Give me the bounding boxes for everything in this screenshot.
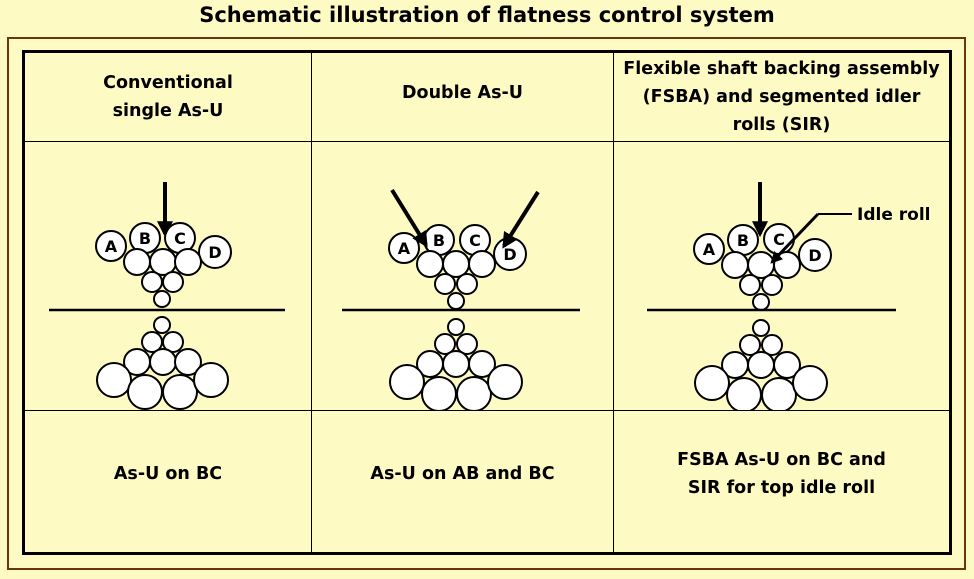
idle-roll-pointer [770, 212, 820, 264]
header-line: Double As-U [402, 83, 523, 103]
asu-arrow-ab [390, 188, 428, 248]
footer-fsba: FSBA As-U on BC and SIR for top idle rol… [614, 411, 949, 536]
footer-line: SIR for top idle roll [687, 477, 876, 498]
roll-a [693, 233, 725, 265]
backup-roll [127, 374, 163, 410]
diagram-title: Schematic illustration of flatness contr… [199, 3, 775, 27]
roll-label: A [105, 237, 118, 256]
intermediate-roll [456, 273, 478, 295]
intermediate-roll [162, 271, 184, 293]
backup-roll [96, 362, 132, 398]
header-line: rolls (SIR) [732, 115, 831, 135]
schematic-fsba: Idle roll A B C D [647, 182, 931, 410]
work-roll [153, 316, 171, 334]
intermediate-roll [434, 273, 456, 295]
intermediate-roll [123, 248, 151, 276]
header-conventional: Conventional single As-U [25, 53, 311, 141]
header-line: single As-U [112, 101, 224, 121]
row-divider [25, 410, 949, 411]
backup-roll [792, 365, 828, 401]
intermediate-roll [468, 250, 496, 278]
roll-label: B [139, 229, 151, 248]
intermediate-roll [162, 331, 184, 353]
backup-roll [694, 365, 730, 401]
roll-label: C [469, 231, 481, 250]
column-divider [311, 53, 312, 552]
roll-label: D [208, 243, 221, 262]
cluster-mill-rolls [95, 222, 232, 410]
intermediate-roll [442, 350, 470, 378]
header-double: Double As-U [312, 53, 613, 133]
intermediate-roll [739, 334, 761, 356]
intermediate-roll [721, 251, 749, 279]
intermediate-roll [468, 350, 496, 378]
roll-label: A [398, 239, 411, 258]
backup-roll [726, 377, 762, 410]
intermediate-roll [773, 351, 801, 379]
asu-arrow-bc [502, 190, 540, 249]
roll-a [388, 232, 420, 264]
intermediate-roll [747, 351, 775, 379]
intermediate-roll [141, 271, 163, 293]
work-roll [752, 319, 770, 337]
cluster-mill-rolls [693, 223, 832, 410]
backup-roll [193, 362, 229, 398]
intermediate-roll [174, 348, 202, 376]
roll-label: B [433, 231, 445, 250]
header-line: (FSBA) and segmented idler [642, 87, 921, 107]
roll-label: D [808, 246, 821, 265]
work-roll [752, 293, 770, 311]
intermediate-roll [434, 333, 456, 355]
intermediate-roll [761, 274, 783, 296]
idle-roll-label: Idle roll [857, 205, 931, 225]
comparison-table: Conventional single As-U Double As-U Fle… [22, 50, 952, 555]
column-divider [613, 53, 614, 552]
outer-frame [7, 37, 966, 570]
backup-roll [421, 376, 457, 410]
roll-a [95, 230, 127, 262]
work-roll [153, 290, 171, 308]
work-roll [447, 292, 465, 310]
intermediate-roll [747, 251, 775, 279]
backup-roll [487, 364, 523, 400]
footer-double: As-U on AB and BC [312, 411, 613, 536]
backup-roll [162, 374, 198, 410]
backup-roll [389, 364, 425, 400]
footer-line: As-U on AB and BC [370, 463, 555, 484]
roll-d [198, 235, 232, 269]
footer-line: As-U on BC [113, 463, 223, 484]
backup-roll [456, 376, 492, 410]
intermediate-roll [174, 248, 202, 276]
roll-label: C [773, 230, 785, 249]
intermediate-roll [442, 250, 470, 278]
roll-label: A [703, 240, 716, 259]
intermediate-roll [456, 333, 478, 355]
intermediate-roll [416, 250, 444, 278]
intermediate-roll [761, 334, 783, 356]
header-line: Flexible shaft backing assembly [623, 59, 940, 79]
footer-line: FSBA As-U on BC and [677, 449, 886, 470]
header-line: Conventional [103, 73, 233, 93]
row-divider [25, 141, 949, 142]
schematic-double: A B C D [342, 188, 580, 410]
intermediate-roll [739, 274, 761, 296]
schematic-conventional: A B C D [49, 182, 285, 410]
backup-roll [761, 377, 797, 410]
footer-conventional: As-U on BC [25, 411, 311, 536]
roll-d [798, 238, 832, 272]
roll-label: C [174, 229, 186, 248]
intermediate-roll [149, 348, 177, 376]
roll-label: D [503, 245, 516, 264]
cluster-mill-rolls [388, 224, 527, 410]
header-fsba: Flexible shaft backing assembly (FSBA) a… [614, 53, 949, 141]
work-roll [447, 318, 465, 336]
roll-label: B [737, 231, 749, 250]
